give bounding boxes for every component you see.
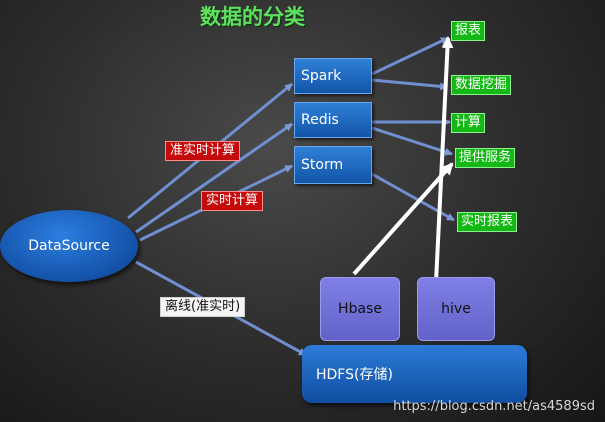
spark-node: Spark [294, 58, 372, 94]
hive-node: hive [417, 277, 495, 341]
arrow-spark-mining [371, 78, 448, 91]
arrow-hbase-service [352, 162, 454, 276]
arrow-source-redis [135, 122, 293, 234]
output-report: 报表 [451, 21, 486, 41]
watermark-url: https://blog.csdn.net/as4589sd [393, 399, 595, 414]
edge-label-near-realtime: 准实时计算 [165, 141, 241, 161]
arrow-spark-report [371, 36, 449, 76]
output-service: 提供服务 [455, 148, 516, 168]
arrow-hive-report [434, 36, 454, 283]
arrow-redis-service [371, 126, 453, 156]
hdfs-node: HDFS(存储) [302, 345, 527, 403]
output-compute: 计算 [451, 113, 486, 133]
edge-label-offline: 离线(准实时) [160, 297, 246, 317]
output-data-mining: 数据挖掘 [451, 75, 512, 95]
diagram-title: 数据的分类 [200, 4, 305, 29]
storm-node: Storm [294, 146, 372, 184]
output-realtime-report: 实时报表 [457, 212, 518, 232]
datasource-node: DataSource [0, 210, 138, 282]
edge-label-realtime: 实时计算 [201, 191, 264, 211]
redis-node: Redis [294, 102, 372, 138]
hbase-node: Hbase [320, 277, 400, 341]
